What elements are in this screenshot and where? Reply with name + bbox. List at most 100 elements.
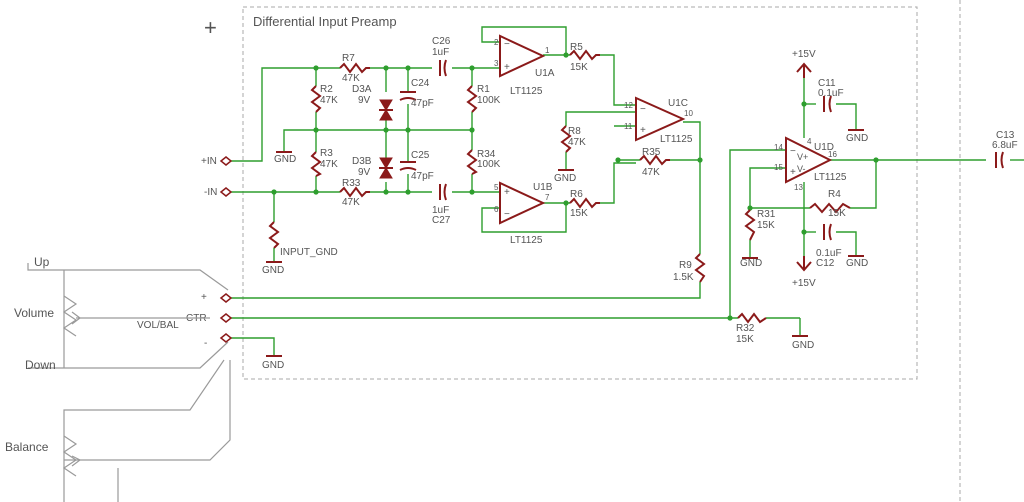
u1a-part: LT1125 <box>510 86 543 97</box>
r6-value: 15K <box>570 208 588 219</box>
u1d-pin-vminus: 13 <box>794 183 803 192</box>
supply-pos: +15V <box>792 49 816 78</box>
gnd-c12-label: GND <box>846 258 868 269</box>
u1c-pin-a: 12 <box>624 101 633 110</box>
r32-value: 15K <box>736 334 754 345</box>
u1b-pin-out: 7 <box>545 193 550 202</box>
d3a-value: 9V <box>358 95 371 106</box>
svg-text:+: + <box>790 167 796 178</box>
r3-value: 47K <box>320 159 338 170</box>
c27-ref: C27 <box>432 215 451 226</box>
resistor-r34: R34 100K <box>466 149 501 175</box>
resistor-r2: R2 47K <box>310 84 338 113</box>
resistor-r5: R5 15K <box>569 42 600 73</box>
c27-value: 1uF <box>432 205 449 216</box>
opamp-u1a: − + 2 3 1 U1A LT1125 <box>494 34 555 97</box>
corner-mark: + <box>204 15 217 40</box>
port-in-minus-label: -IN <box>204 187 217 198</box>
gnd-left-label: GND <box>274 154 296 165</box>
junctions <box>271 52 879 321</box>
input-gnd-label: INPUT_GND <box>280 247 338 258</box>
r4-ref: R4 <box>828 189 841 200</box>
opamp-u1b: + − 5 6 7 U1B LT1125 <box>494 181 553 246</box>
u1d-pin-b: 15 <box>774 163 783 172</box>
port-in-minus: -IN <box>204 187 233 198</box>
gnd-c11: GND <box>846 129 868 144</box>
svg-text:+: + <box>640 125 646 136</box>
control-connector: + CTR - VOL/BAL <box>137 292 233 349</box>
c13-ref: C13 <box>996 130 1015 141</box>
svg-text:−: − <box>504 39 510 50</box>
zener-d3b: D3B 9V <box>352 156 393 179</box>
r33-value: 47K <box>342 197 360 208</box>
r34-ref: R34 <box>477 149 496 160</box>
u1a-ref: U1A <box>535 68 555 79</box>
zener-d3a: D3A 9V <box>352 84 393 121</box>
u1b-ref: U1B <box>533 182 553 193</box>
r8-value: 47K <box>568 137 586 148</box>
opamp-u1c: − + 12 11 10 U1C LT1125 <box>624 96 693 145</box>
capacitor-c24: C24 47pF <box>399 78 434 109</box>
capacitor-c12: 0.1uF C12 <box>816 223 842 269</box>
resistor-r3: R3 47K <box>310 148 338 177</box>
r1-ref: R1 <box>477 84 490 95</box>
svg-text:+: + <box>504 187 510 198</box>
c24-value: 47pF <box>411 98 434 109</box>
gnd-r8-label: GND <box>554 173 576 184</box>
supply-pos-label: +15V <box>792 49 816 60</box>
svg-text:+: + <box>504 62 510 73</box>
r1-value: 100K <box>477 95 501 106</box>
conn-minus: - <box>204 338 207 349</box>
u1c-pin-b: 11 <box>624 122 633 131</box>
u1d-pin-a: 14 <box>774 143 783 152</box>
resistor-r31: R31 15K <box>744 209 776 241</box>
r4-value: 15K <box>828 208 846 219</box>
c12-value: 0.1uF <box>816 248 842 259</box>
u1a-pin-a: 2 <box>494 38 499 47</box>
capacitor-c25: C25 47pF <box>399 150 434 182</box>
gnd-c11-label: GND <box>846 133 868 144</box>
r3-ref: R3 <box>320 148 333 159</box>
gnd-input-label: GND <box>262 265 284 276</box>
c25-ref: C25 <box>411 150 430 161</box>
conn-volbal: VOL/BAL <box>137 320 179 331</box>
u1d-part: LT1125 <box>814 172 847 183</box>
c12-ref: C12 <box>816 258 835 269</box>
capacitor-c13: C13 6.8uF <box>992 130 1018 169</box>
balance-pot: Balance <box>5 359 231 502</box>
c26-value: 1uF <box>432 47 449 58</box>
capacitor-c26: C26 1uF <box>432 36 451 77</box>
c11-ref: C11 <box>818 78 836 89</box>
gnd-r32-label: GND <box>792 340 814 351</box>
frame-title: Differential Input Preamp <box>253 14 397 29</box>
svg-text:−: − <box>790 146 796 157</box>
c26-ref: C26 <box>432 36 451 47</box>
r7-value: 47K <box>342 73 360 84</box>
r31-ref: R31 <box>757 209 776 220</box>
gnd-input: GND INPUT_GND <box>262 247 338 276</box>
resistor-r1: R1 100K <box>466 84 501 113</box>
svg-text:−: − <box>640 104 646 115</box>
gnd-ctrl-label: GND <box>262 360 284 371</box>
r7-ref: R7 <box>342 53 355 64</box>
u1d-ref: U1D <box>814 142 834 153</box>
svg-text:−: − <box>504 209 510 220</box>
c13-value: 6.8uF <box>992 140 1018 151</box>
d3b-ref: D3B <box>352 156 372 167</box>
u1c-pin-out: 10 <box>684 109 693 118</box>
d3b-value: 9V <box>358 167 371 178</box>
port-in-plus-label: +IN <box>201 156 217 167</box>
resistor-r8: R8 47K <box>560 125 586 153</box>
preamp-frame <box>242 6 918 380</box>
u1b-pin-a: 5 <box>494 183 499 192</box>
resistor-r9: R9 1.5K <box>673 253 706 283</box>
label-down: Down <box>25 358 56 372</box>
u1d-pin-out: 16 <box>828 150 837 159</box>
gnd-ctrl: GND <box>262 355 284 371</box>
label-volume: Volume <box>14 306 54 320</box>
resistor-r7: R7 47K <box>339 53 370 84</box>
r5-value: 15K <box>570 62 588 73</box>
resistor-r-input <box>268 221 280 262</box>
resistor-r33: R33 47K <box>339 178 370 208</box>
r32-ref: R32 <box>736 323 755 334</box>
